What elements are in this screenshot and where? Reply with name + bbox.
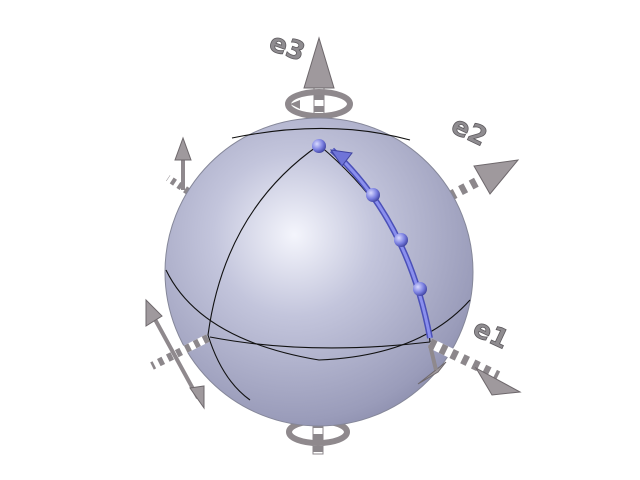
trajectory-start-marker bbox=[312, 139, 326, 153]
e1-axis-arrow bbox=[417, 338, 522, 396]
trajectory-arrowhead bbox=[329, 149, 353, 167]
lower-left-double-arrow bbox=[145, 298, 210, 410]
trajectory-marker bbox=[413, 282, 427, 296]
e3-axis-arrow bbox=[285, 36, 353, 153]
sphere bbox=[164, 117, 474, 427]
trajectory-marker bbox=[366, 188, 380, 202]
e3-label: e3 bbox=[265, 28, 309, 68]
trajectory-marker bbox=[394, 233, 408, 247]
e2-label: e2 bbox=[447, 111, 492, 153]
e1-label: e1 bbox=[468, 313, 513, 355]
trajectory-path bbox=[312, 139, 433, 339]
